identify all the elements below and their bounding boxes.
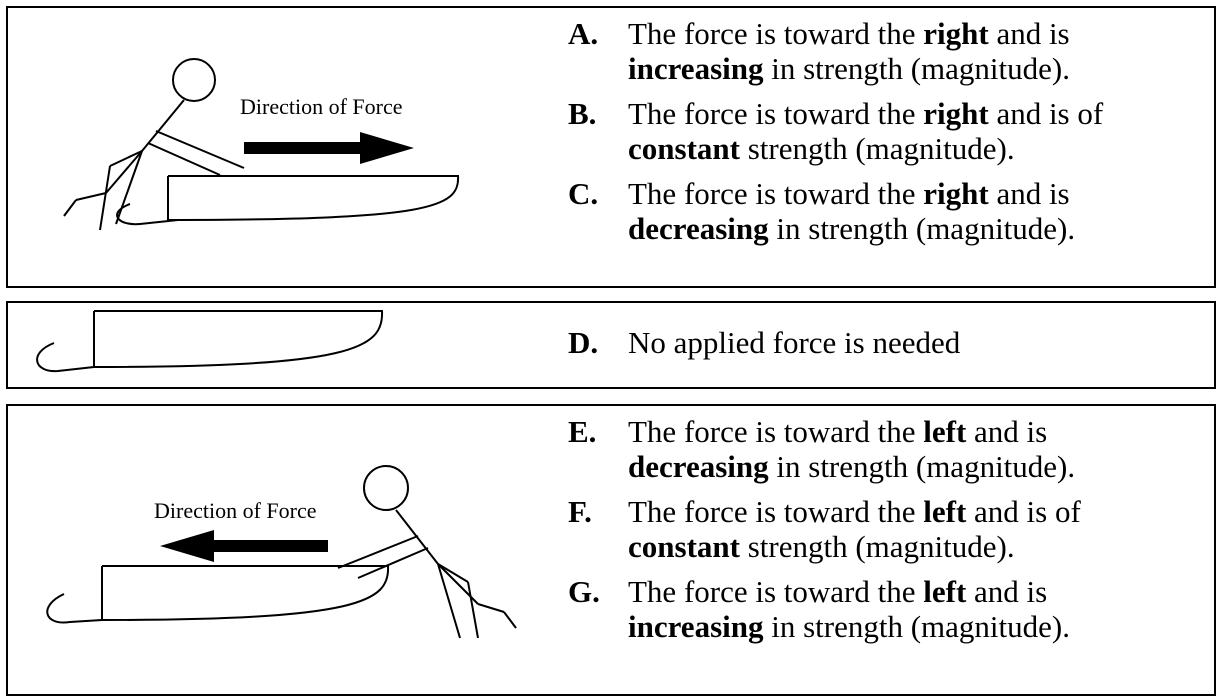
option-letter: C.: [568, 176, 599, 211]
direction-of-force-label: Direction of Force: [154, 498, 317, 523]
sled-no-force-illustration: [8, 303, 568, 389]
option-f[interactable]: F. The force is toward the left and is o…: [568, 494, 1206, 564]
option-text: The force is toward the right and is dec…: [628, 176, 1076, 246]
option-a[interactable]: A. The force is toward the right and is …: [568, 16, 1206, 86]
option-letter: F.: [568, 494, 592, 529]
option-e[interactable]: E. The force is toward the left and is d…: [568, 414, 1206, 484]
option-d[interactable]: D. No applied force is needed: [568, 325, 1206, 360]
options-left: E. The force is toward the left and is d…: [568, 414, 1206, 654]
direction-of-force-label: Direction of Force: [240, 94, 403, 119]
option-b[interactable]: B. The force is toward the right and is …: [568, 96, 1206, 166]
option-g[interactable]: G. The force is toward the left and is i…: [568, 574, 1206, 644]
panel-push-right: Direction of Force A. The force is towar…: [6, 6, 1216, 288]
option-text: The force is toward the left and is decr…: [628, 414, 1076, 484]
sled-icon: [47, 566, 388, 623]
arrow-left-icon: [160, 530, 328, 562]
sled-icon: [117, 176, 458, 224]
option-text: The force is toward the left and is of c…: [628, 494, 1081, 564]
arrow-right-icon: [244, 132, 414, 164]
option-letter: A.: [568, 16, 599, 51]
option-c[interactable]: C. The force is toward the right and is …: [568, 176, 1206, 246]
panel-push-left: Direction of Force E. The force is towar…: [6, 404, 1216, 696]
option-text: No applied force is needed: [628, 325, 961, 360]
panel-no-force: D. No applied force is needed: [6, 301, 1216, 389]
option-letter: G.: [568, 574, 600, 609]
stick-figure-icon: [338, 466, 516, 638]
sled-push-left-illustration: Direction of Force: [8, 406, 568, 696]
option-letter: B.: [568, 96, 597, 131]
option-text: The force is toward the right and is inc…: [628, 16, 1070, 86]
sled-icon: [37, 311, 382, 371]
sled-push-right-illustration: Direction of Force: [8, 8, 568, 288]
stick-figure-icon: [64, 59, 244, 230]
option-letter: E.: [568, 414, 597, 449]
option-text: The force is toward the left and is incr…: [628, 574, 1070, 644]
option-text: The force is toward the right and is of …: [628, 96, 1104, 166]
option-letter: D.: [568, 325, 599, 360]
options-none: D. No applied force is needed: [568, 325, 1206, 370]
options-right: A. The force is toward the right and is …: [568, 16, 1206, 256]
